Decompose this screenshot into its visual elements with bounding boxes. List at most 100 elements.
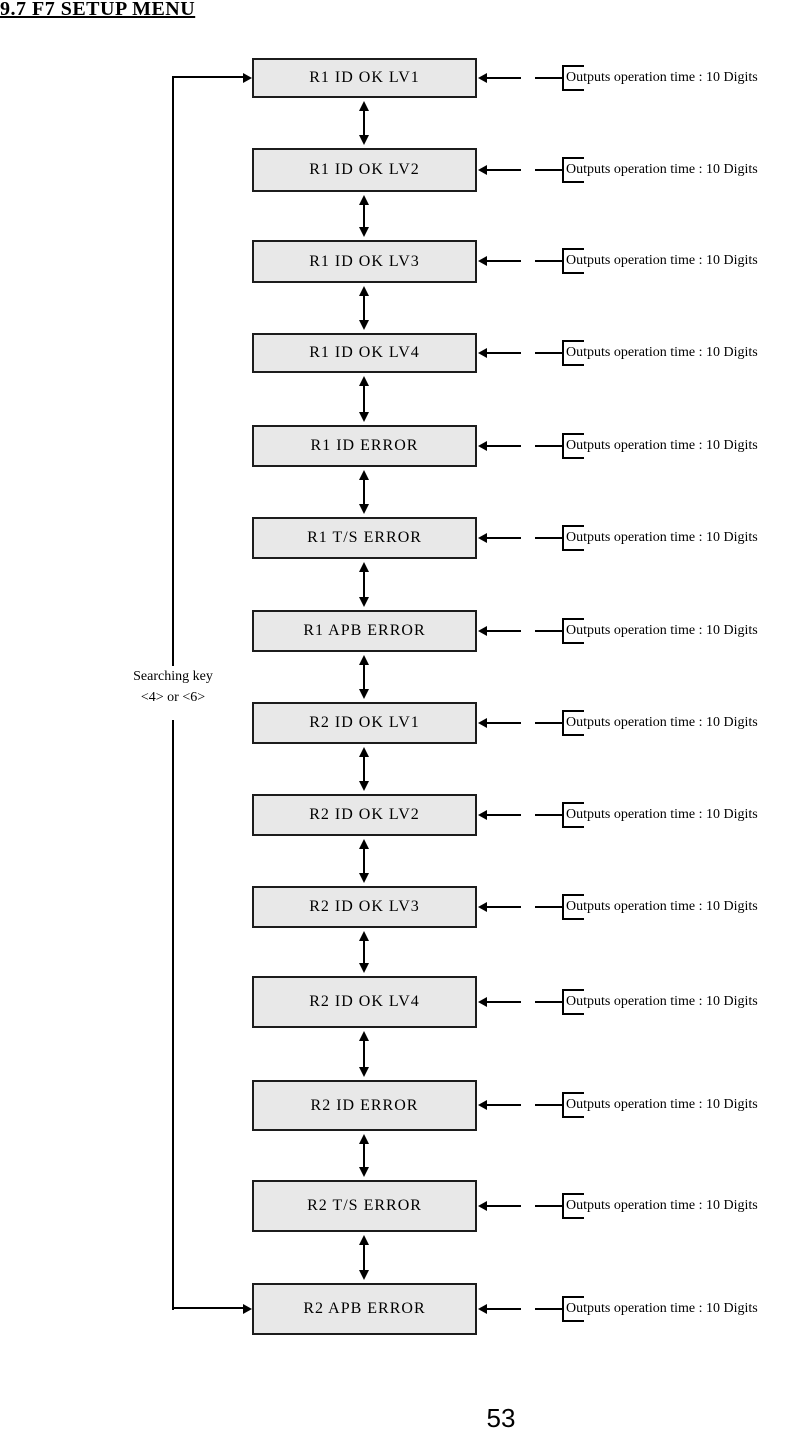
bracket-icon	[562, 1092, 584, 1118]
dash-line	[486, 1308, 521, 1310]
annotation-text: Outputs operation time : 10 Digits	[566, 345, 758, 360]
menu-box: R2 APB ERROR	[252, 1283, 477, 1335]
menu-box-label: R1 ID OK LV4	[309, 344, 420, 361]
annotation-text: Outputs operation time : 10 Digits	[566, 530, 758, 545]
arrow-left-icon	[478, 348, 487, 358]
annotation-text: Outputs operation time : 10 Digits	[566, 438, 758, 453]
menu-box-label: R1 T/S ERROR	[307, 529, 422, 546]
arrow-down-icon	[359, 135, 369, 145]
annotation-row: Outputs operation time : 10 Digits	[477, 246, 802, 276]
arrow-left-icon	[478, 997, 487, 1007]
annotation-text: Outputs operation time : 10 Digits	[566, 1097, 758, 1112]
arrow-line	[363, 199, 365, 233]
arrow-down-icon	[359, 689, 369, 699]
dash-line	[486, 906, 521, 908]
arrow-up-icon	[359, 747, 369, 757]
bracket-icon	[562, 525, 584, 551]
loop-line-top	[172, 76, 243, 78]
arrow-right-icon	[243, 73, 252, 83]
annotation-row: Outputs operation time : 10 Digits	[477, 63, 802, 93]
bidirectional-arrow	[358, 101, 371, 145]
dash-line	[486, 352, 521, 354]
menu-box-label: R2 ID ERROR	[310, 1096, 419, 1114]
arrow-up-icon	[359, 931, 369, 941]
dash-line	[535, 260, 562, 262]
bidirectional-arrow	[358, 195, 371, 237]
menu-box-label: R2 APB ERROR	[303, 1300, 426, 1317]
arrow-down-icon	[359, 873, 369, 883]
dash-line	[486, 814, 521, 816]
dash-line	[486, 537, 521, 539]
menu-box: R2 ID OK LV1	[252, 702, 477, 744]
dash-line	[486, 722, 521, 724]
arrow-line	[363, 1239, 365, 1276]
annotation-text: Outputs operation time : 10 Digits	[566, 994, 758, 1009]
dash-line	[535, 445, 562, 447]
arrow-up-icon	[359, 655, 369, 665]
section-title: 9.7 F7 SETUP MENU	[0, 0, 196, 20]
arrow-down-icon	[359, 597, 369, 607]
arrow-down-icon	[359, 781, 369, 791]
annotation-row: Outputs operation time : 10 Digits	[477, 616, 802, 646]
bidirectional-arrow	[358, 931, 371, 973]
arrow-up-icon	[359, 286, 369, 296]
arrow-left-icon	[478, 533, 487, 543]
dash-line	[486, 1104, 521, 1106]
menu-box: R2 ID OK LV4	[252, 976, 477, 1028]
menu-box: R1 ID OK LV4	[252, 333, 477, 373]
arrow-left-icon	[478, 1100, 487, 1110]
menu-box-label: R2 ID OK LV3	[309, 898, 420, 915]
annotation-row: Outputs operation time : 10 Digits	[477, 987, 802, 1017]
menu-box: R2 ID OK LV3	[252, 886, 477, 928]
bracket-icon	[562, 989, 584, 1015]
bracket-icon	[562, 157, 584, 183]
arrow-down-icon	[359, 320, 369, 330]
arrow-line	[363, 566, 365, 603]
menu-box: R1 ID OK LV3	[252, 240, 477, 283]
menu-box-label: R1 APB ERROR	[303, 622, 426, 639]
arrow-line	[363, 843, 365, 879]
dash-line	[486, 445, 521, 447]
annotation-text: Outputs operation time : 10 Digits	[566, 162, 758, 177]
dash-line	[486, 169, 521, 171]
bracket-icon	[562, 340, 584, 366]
bracket-icon	[562, 618, 584, 644]
dash-line	[535, 630, 562, 632]
dash-line	[486, 630, 521, 632]
bracket-icon	[562, 894, 584, 920]
arrow-down-icon	[359, 1270, 369, 1280]
bracket-icon	[562, 433, 584, 459]
bracket-icon	[562, 710, 584, 736]
menu-box-label: R1 ID OK LV1	[309, 69, 420, 86]
annotation-row: Outputs operation time : 10 Digits	[477, 338, 802, 368]
menu-box: R1 ID ERROR	[252, 425, 477, 467]
dash-line	[486, 77, 521, 79]
annotation-text: Outputs operation time : 10 Digits	[566, 899, 758, 914]
menu-box: R1 T/S ERROR	[252, 517, 477, 559]
dash-line	[535, 814, 562, 816]
arrow-left-icon	[478, 810, 487, 820]
arrow-up-icon	[359, 376, 369, 386]
arrow-up-icon	[359, 1235, 369, 1245]
annotation-row: Outputs operation time : 10 Digits	[477, 155, 802, 185]
arrow-line	[363, 1138, 365, 1173]
annotation-text: Outputs operation time : 10 Digits	[566, 253, 758, 268]
annotation-text: Outputs operation time : 10 Digits	[566, 807, 758, 822]
dash-line	[535, 1205, 562, 1207]
dash-line	[486, 1001, 521, 1003]
searching-key-line2: <4> or <6>	[140, 690, 206, 705]
menu-box: R1 ID OK LV2	[252, 148, 477, 192]
annotation-text: Outputs operation time : 10 Digits	[566, 623, 758, 638]
menu-box-label: R1 ID OK LV2	[309, 161, 420, 178]
loop-line-vertical-upper	[172, 76, 174, 666]
bracket-icon	[562, 1193, 584, 1219]
arrow-left-icon	[478, 902, 487, 912]
annotation-text: Outputs operation time : 10 Digits	[566, 70, 758, 85]
menu-box: R1 APB ERROR	[252, 610, 477, 652]
dash-line	[486, 260, 521, 262]
dash-line	[535, 722, 562, 724]
arrow-line	[363, 105, 365, 141]
searching-key-line1: Searching key	[133, 669, 213, 684]
dash-line	[486, 1205, 521, 1207]
